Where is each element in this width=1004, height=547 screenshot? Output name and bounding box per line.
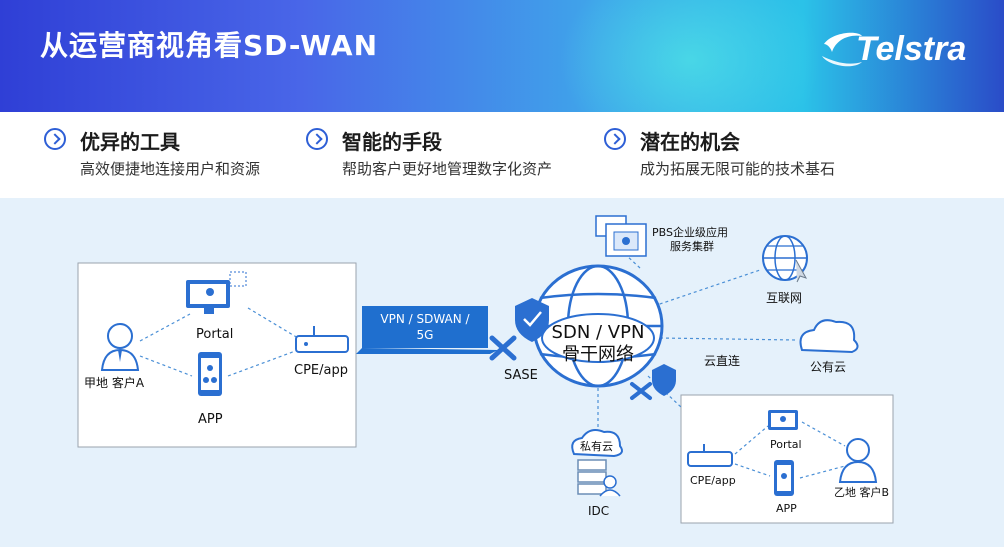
public-cloud-icon	[799, 319, 859, 354]
app-phone-icon	[198, 352, 222, 396]
site-a-portal-label: Portal	[196, 327, 234, 342]
pillar-subtitle: 帮助客户更好地管理数字化资产	[342, 160, 553, 178]
private-cloud-label: 私有云	[580, 440, 613, 453]
network-diagram: Portal APP CPE/app 甲地 客户A VPN / SDWAN / …	[0, 198, 1004, 547]
portal-monitor-icon	[186, 271, 247, 314]
page-title: 从运营商视角看SD-WAN	[40, 29, 379, 62]
pillar-subtitle: 成为拓展无限可能的技术基石	[640, 160, 836, 178]
pillar-title: 潜在的机会	[640, 130, 740, 154]
vpn-link-bar	[362, 306, 488, 348]
chevron-circle-icon	[306, 128, 328, 150]
idc-label: IDC	[588, 504, 610, 518]
pillar-title: 智能的手段	[342, 130, 442, 154]
cpe-router-icon	[295, 326, 349, 353]
pbs-cluster-icon	[595, 215, 647, 257]
site-b-portal-label: Portal	[770, 438, 802, 451]
cloud-direct-label: 云直连	[704, 354, 741, 368]
site-b-shield-icon	[630, 364, 676, 400]
header-glow	[560, 0, 820, 112]
customer-b-person-icon	[838, 438, 878, 483]
portal-b-monitor-icon	[768, 410, 798, 430]
internet-globe-icon	[762, 235, 808, 283]
sase-label: SASE	[504, 368, 538, 383]
vpn-link-label-1: VPN / SDWAN /	[380, 312, 470, 326]
logo-text: Telstra	[856, 30, 967, 68]
customer-a-person-icon	[100, 323, 140, 371]
chevron-circle-icon	[44, 128, 66, 150]
header-banner: 从运营商视角看SD-WAN Telstra	[0, 0, 1004, 112]
pillar-subtitle: 高效便捷地连接用户和资源	[80, 160, 261, 178]
public-cloud-label: 公有云	[810, 360, 847, 374]
site-b-cpe-label: CPE/app	[690, 474, 736, 487]
pillars-band: 优异的工具 高效便捷地连接用户和资源 智能的手段 帮助客户更好地管理数字化资产 …	[0, 112, 1004, 198]
cpe-b-router-icon	[687, 444, 733, 467]
site-b-customer-label: 乙地 客户B	[834, 486, 890, 499]
site-b-app-label: APP	[776, 502, 797, 515]
site-a-customer-label: 甲地 客户A	[84, 376, 145, 390]
vpn-link-label-2: 5G	[416, 328, 434, 342]
chevron-circle-icon	[604, 128, 626, 150]
sase-shield-icon	[489, 298, 549, 361]
site-a-cpe-label: CPE/app	[294, 363, 348, 378]
core-label-1: SDN / VPN	[551, 322, 645, 343]
private-cloud-icon	[571, 429, 623, 458]
app-b-phone-icon	[774, 460, 794, 496]
pillar-title: 优异的工具	[80, 130, 180, 154]
pbs-label-1: PBS企业级应用	[652, 226, 728, 239]
telstra-logo: Telstra	[818, 26, 968, 72]
pbs-label-2: 服务集群	[670, 240, 714, 253]
idc-server-icon	[577, 459, 621, 497]
telstra-swoosh-icon	[822, 32, 862, 67]
diagram-graphics	[77, 215, 894, 524]
core-globe-icon	[532, 264, 664, 388]
internet-label: 互联网	[766, 291, 803, 305]
core-label-2: 骨干网络	[562, 344, 634, 365]
site-a-app-label: APP	[198, 412, 223, 427]
